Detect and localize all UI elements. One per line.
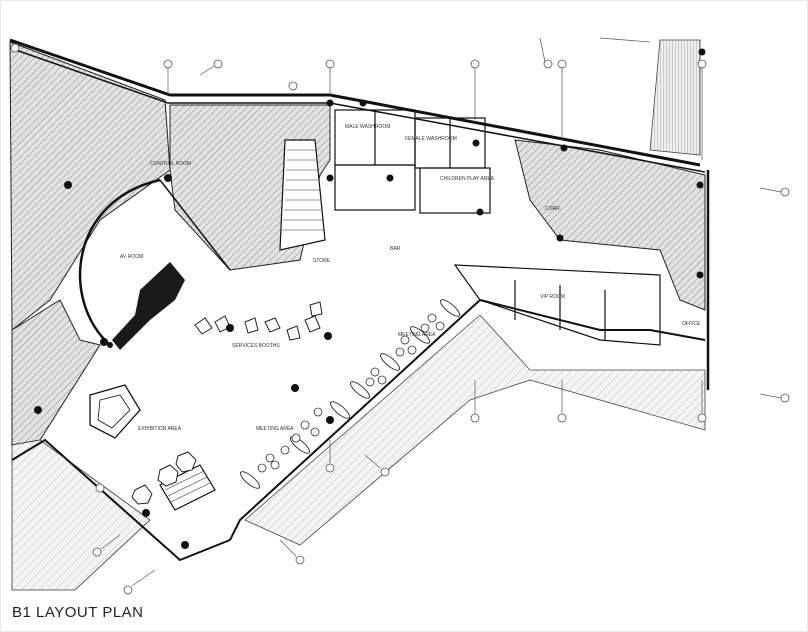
- sculpture-feature: [112, 262, 185, 350]
- label-corridor: CORR.: [545, 206, 561, 212]
- hatched-zone-south-left: [11, 439, 151, 591]
- outer-wall-north-inner: [9, 47, 706, 173]
- label-av-room: AV ROOM: [120, 254, 143, 260]
- label-vip-room: VIP ROOM: [540, 294, 565, 300]
- label-exhibition-area: EXHIBITION AREA: [138, 426, 182, 432]
- hatched-zone-offices: [514, 139, 706, 311]
- terrace-south: [244, 314, 706, 546]
- label-meeting-area: MEETING AREA: [256, 426, 294, 432]
- grid-markers: [10, 43, 790, 595]
- outer-wall-north: [9, 38, 701, 167]
- lined-strip-northeast: [649, 39, 701, 156]
- structural-columns: [34, 48, 706, 549]
- outer-wall-southwest: [11, 438, 231, 562]
- label-control-room: CONTROL ROOM: [150, 161, 191, 167]
- exhibition-stands: [131, 451, 197, 505]
- outer-wall-southeast: [229, 298, 706, 541]
- label-female-washroom: FEMALE WASHROOM: [405, 136, 457, 142]
- av-room-wall: [78, 178, 161, 346]
- label-children-play-area: CHILDREN PLAY AREA: [440, 176, 495, 182]
- label-meeting-area-upper: MEETING AREA: [398, 332, 436, 338]
- meeting-stools: [257, 313, 445, 473]
- label-male-washroom: MALE WASHROOM: [345, 124, 390, 130]
- exhibition-pavilion: [89, 384, 141, 439]
- label-store: STORE: [313, 258, 331, 264]
- label-office: OFFICE: [682, 321, 701, 327]
- plan-title: B1 LAYOUT PLAN: [12, 604, 144, 621]
- grid-leader-lines: [100, 37, 782, 587]
- washroom-block: [334, 109, 491, 214]
- label-bar: BAR: [390, 246, 401, 252]
- label-services-booths: SERVICES BOOTHS: [232, 343, 280, 349]
- vip-rooms: [453, 264, 661, 346]
- main-staircase: [279, 139, 326, 251]
- south-staircase: [159, 464, 216, 511]
